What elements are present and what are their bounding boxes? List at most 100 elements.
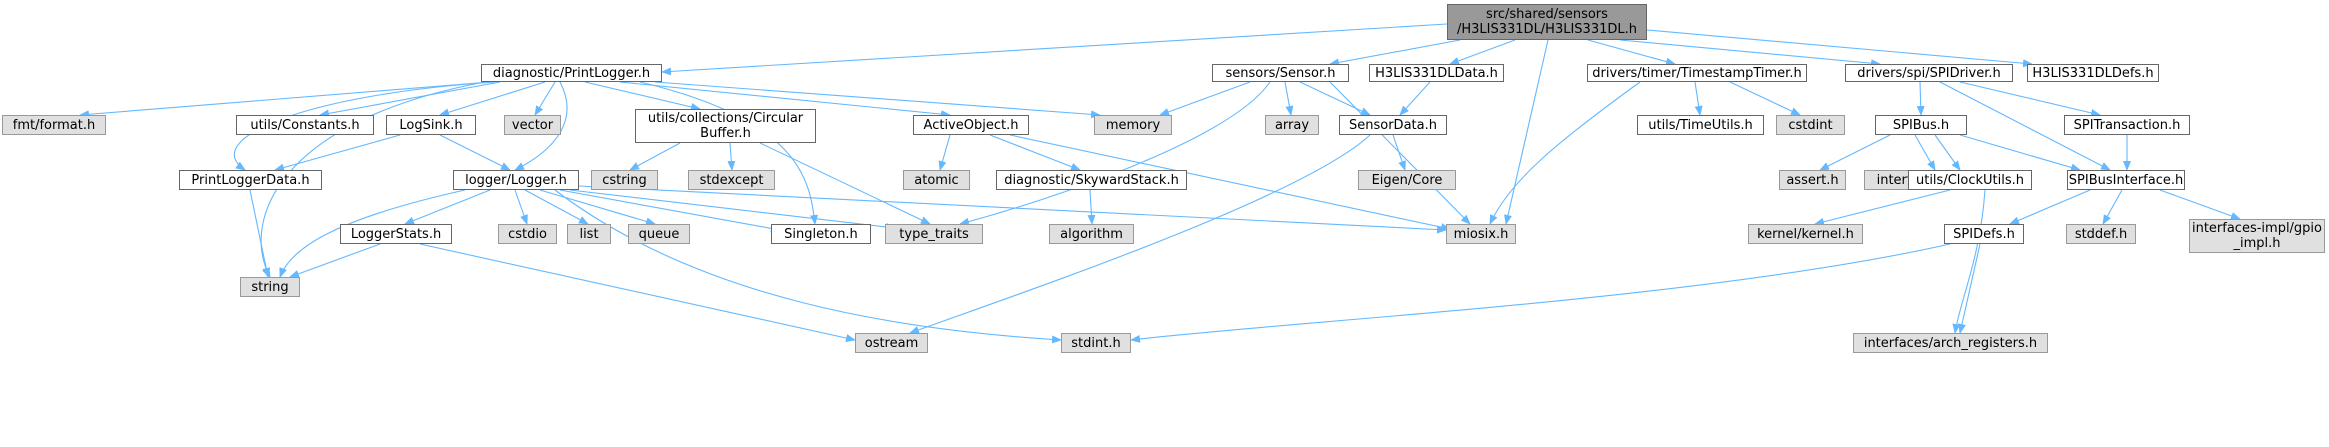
edge-root-h3data xyxy=(1449,39,1516,65)
edge-spid-spibus xyxy=(1916,81,1925,116)
edge-pl-logsink xyxy=(439,81,546,117)
node-spidefs[interactable]: SPIDefs.h xyxy=(1944,224,2024,244)
edge-h3data-sensordata xyxy=(1399,81,1431,116)
edge-root-diagprintlogger xyxy=(661,23,1448,76)
edge-loggerstats-string xyxy=(289,243,381,278)
edge-logsink-logger xyxy=(439,134,511,171)
edge-logger-stdint xyxy=(554,189,1062,344)
edge-logger-queue xyxy=(539,189,656,226)
edge-clock-kernel xyxy=(1814,189,1951,226)
edge-sensor-miosix xyxy=(1329,81,1471,225)
node-vector: vector xyxy=(504,115,561,135)
node-h3lis331dldata[interactable]: H3LIS331DLData.h xyxy=(1369,64,1504,82)
node-gpio-impl: interfaces-impl/gpio _impl.h xyxy=(2189,219,2325,253)
node-cstring: cstring xyxy=(591,170,658,190)
edge-sensor-memory xyxy=(1159,81,1251,116)
node-diagnostic-printlogger[interactable]: diagnostic/PrintLogger.h xyxy=(481,64,662,82)
edge-pl-active xyxy=(619,81,951,119)
edge-pl-fmt xyxy=(79,81,491,119)
edge-spidefs-arch xyxy=(1958,243,1981,334)
edge-spibus-assert xyxy=(1819,134,1891,171)
node-fmt-format: fmt/format.h xyxy=(2,115,106,135)
edge-sensor-array xyxy=(1284,81,1294,116)
node-spidriver[interactable]: drivers/spi/SPIDriver.h xyxy=(1845,64,2013,82)
node-printloggerdata[interactable]: PrintLoggerData.h xyxy=(179,170,322,190)
edge-spibus-clock xyxy=(1934,134,1961,171)
edge-spidefs-stdint xyxy=(1130,243,1951,343)
edge-spid-spitrans xyxy=(1959,81,2101,117)
edge-active-skyward xyxy=(989,134,1081,171)
edge-sensor-sensordata xyxy=(1299,81,1371,116)
edge-sensor-typetraits xyxy=(959,81,1271,226)
edge-logger-typetraits xyxy=(569,189,896,231)
edge-circ-stdexcept xyxy=(727,142,736,171)
edge-logger-miosix xyxy=(578,185,1447,234)
edge-pl-circ xyxy=(584,81,701,111)
edge-tt-cstdint xyxy=(1729,81,1801,116)
node-loggerstats[interactable]: LoggerStats.h xyxy=(340,224,452,244)
edge-pl-memory xyxy=(654,81,1101,119)
edge-logger-list xyxy=(524,189,589,225)
node-stdint: stdint.h xyxy=(1061,333,1131,353)
node-utils-clock-utils[interactable]: utils/ClockUtils.h xyxy=(1908,170,2032,190)
edge-root-spidriver xyxy=(1619,39,1881,68)
edge-tt-timeutils xyxy=(1694,81,1703,116)
node-logsink[interactable]: LogSink.h xyxy=(386,115,476,135)
node-eigen-core: Eigen/Core xyxy=(1358,170,1456,190)
edge-skyward-algorithm xyxy=(1087,189,1096,225)
edge-clock-arch xyxy=(1952,189,1986,334)
edge-logger-loggerstats xyxy=(404,189,491,225)
edge-root-h3defs xyxy=(1646,29,2033,68)
edge-logger-string xyxy=(279,189,466,278)
node-circular-buffer[interactable]: utils/collections/Circular Buffer.h xyxy=(635,109,816,143)
node-array: array xyxy=(1265,115,1319,135)
node-sensordata[interactable]: SensorData.h xyxy=(1339,115,1447,135)
edge-pl-constants xyxy=(319,81,501,118)
node-sensors-sensor[interactable]: sensors/Sensor.h xyxy=(1212,64,1349,82)
node-type-traits: type_traits xyxy=(885,224,983,244)
node-skywardstack[interactable]: diagnostic/SkywardStack.h xyxy=(996,170,1187,190)
edge-root-sensor xyxy=(1329,39,1461,67)
edge-root-timestamptimer xyxy=(1587,39,1676,66)
edge-active-miosix xyxy=(1009,134,1451,232)
node-utils-timeutils[interactable]: utils/TimeUtils.h xyxy=(1637,115,1764,135)
edge-logger-singleton xyxy=(559,189,781,233)
node-spibusinterface[interactable]: SPIBusInterface.h xyxy=(2067,170,2185,190)
node-spibus[interactable]: SPIBus.h xyxy=(1875,115,1967,135)
edge-pl-vector xyxy=(534,81,556,116)
edge-sensordata-eigen xyxy=(1392,134,1406,171)
node-cstdio: cstdio xyxy=(498,224,557,244)
node-stdexcept: stdexcept xyxy=(688,170,775,190)
edge-spibus-delays xyxy=(1914,134,1936,171)
edge-logger-cstdio xyxy=(514,189,528,225)
edge-circ-cstring xyxy=(629,142,681,171)
edge-spid-spibusif xyxy=(1939,81,2111,171)
node-timestamptimer[interactable]: drivers/timer/TimestampTimer.h xyxy=(1587,64,1807,82)
edge-sensordata-ostream xyxy=(909,134,1371,334)
node-h3lis331dldefs[interactable]: H3LIS331DLDefs.h xyxy=(2027,64,2159,82)
node-stddef: stddef.h xyxy=(2066,224,2136,244)
edge-active-atomic xyxy=(938,134,951,171)
node-cstdint: cstdint xyxy=(1776,115,1845,135)
edge-spibusif-gpio xyxy=(2159,189,2241,220)
edge-pld-string xyxy=(249,189,271,278)
node-miosix: miosix.h xyxy=(1446,224,1516,244)
node-activeobject[interactable]: ActiveObject.h xyxy=(913,115,1029,135)
node-list: list xyxy=(567,224,611,244)
node-memory: memory xyxy=(1094,115,1172,135)
node-logger-logger[interactable]: logger/Logger.h xyxy=(453,170,579,190)
edge-pl-singleton xyxy=(639,81,818,225)
edge-tt-miosix xyxy=(1489,81,1641,225)
edge-logsink-pld xyxy=(274,134,401,172)
node-atomic: atomic xyxy=(903,170,970,190)
edge-spibus-spibusif xyxy=(1959,134,2081,172)
edge-root-miosix xyxy=(1504,39,1549,225)
edge-spibusif-stddef xyxy=(2102,189,2123,225)
node-arch-registers: interfaces/arch_registers.h xyxy=(1853,333,2048,353)
node-singleton[interactable]: Singleton.h xyxy=(771,224,871,244)
node-string: string xyxy=(240,277,300,297)
node-utils-constants[interactable]: utils/Constants.h xyxy=(236,115,374,135)
node-spitransaction[interactable]: SPITransaction.h xyxy=(2064,115,2190,135)
